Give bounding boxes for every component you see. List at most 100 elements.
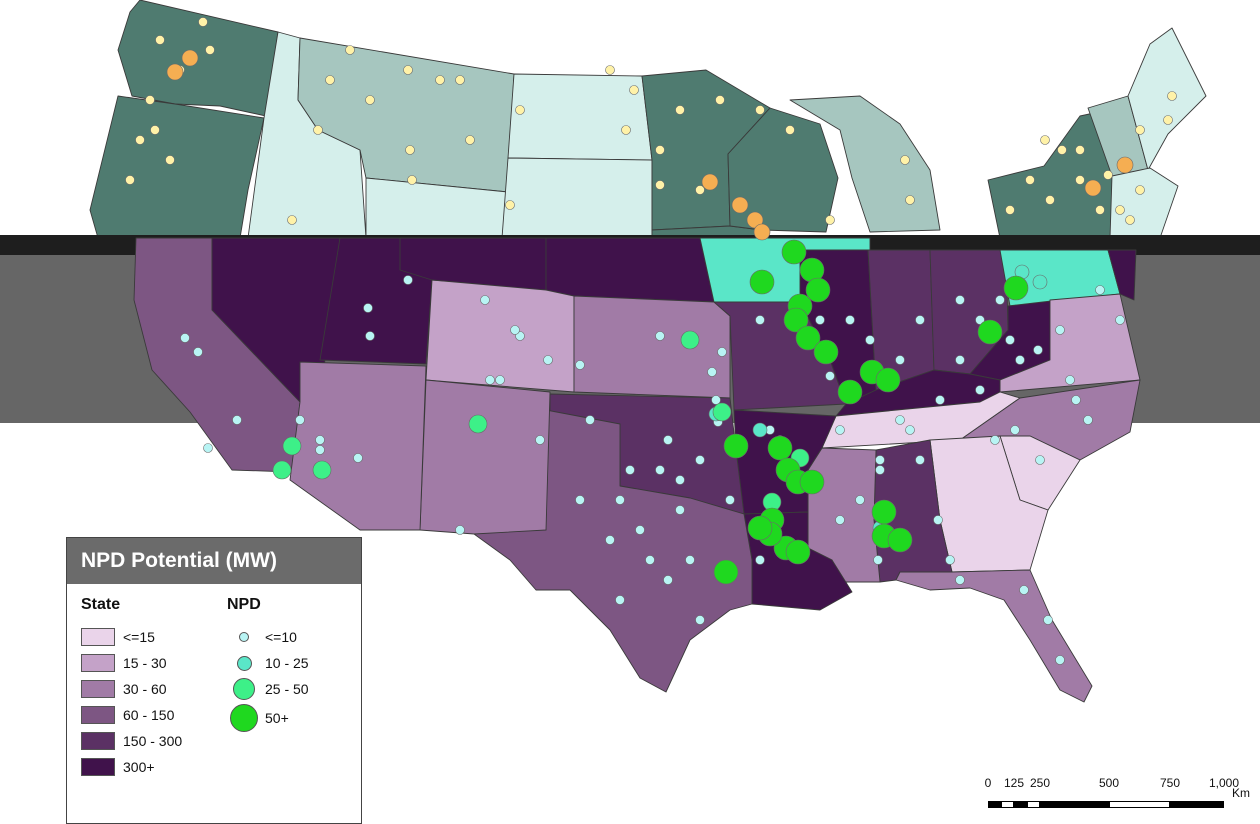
npd-site-marker-le10 <box>315 435 325 445</box>
upper-site-marker <box>505 200 515 210</box>
npd-site-marker-le10 <box>203 443 213 453</box>
npd-site-marker-25-50 <box>272 460 292 480</box>
upper-site-marker <box>715 95 725 105</box>
scale-tick-label: 750 <box>1159 776 1181 790</box>
npd-site-marker-le10 <box>510 325 520 335</box>
npd-site-marker-50plus <box>799 469 825 495</box>
npd-site-marker-le10 <box>685 555 695 565</box>
upper-site-marker <box>655 145 665 155</box>
npd-site-marker-25-50 <box>312 460 332 480</box>
legend-npd-label: 10 - 25 <box>265 655 309 671</box>
upper-site-marker <box>155 35 165 45</box>
npd-site-marker-le10 <box>295 415 305 425</box>
legend-state-swatch <box>81 758 115 776</box>
scale-segment <box>1014 801 1027 808</box>
state-michigan <box>789 95 941 233</box>
upper-site-marker <box>1005 205 1015 215</box>
npd-site-marker-50plus <box>887 527 913 553</box>
upper-site-marker <box>145 95 155 105</box>
legend-npd-row: 50+ <box>227 702 309 734</box>
npd-site-markers <box>125 17 1177 665</box>
upper-site-marker-large <box>166 63 184 81</box>
legend-state-label: 300+ <box>123 759 155 775</box>
npd-site-marker-le10 <box>707 367 717 377</box>
legend-state-row: 60 - 150 <box>81 702 182 728</box>
scale-tick-label: 1,000 <box>1208 776 1240 790</box>
upper-site-marker <box>435 75 445 85</box>
upper-site-marker <box>905 195 915 205</box>
npd-site-marker-le10 <box>1035 455 1045 465</box>
legend-npd-row: <=10 <box>227 624 309 650</box>
legend-npd-symbol-cell <box>227 678 261 700</box>
npd-site-marker-le10 <box>915 315 925 325</box>
npd-site-marker-le10 <box>1005 335 1015 345</box>
npd-site-marker-le10 <box>675 505 685 515</box>
npd-site-marker-le10 <box>605 535 615 545</box>
state-new-jersey <box>1107 249 1137 301</box>
npd-site-marker-le10 <box>955 575 965 585</box>
upper-site-marker <box>125 175 135 185</box>
npd-site-marker-le10 <box>315 445 325 455</box>
npd-site-marker-50plus <box>747 515 773 541</box>
npd-site-marker-50plus <box>795 325 821 351</box>
legend-npd-circle <box>239 632 249 642</box>
state-arizona <box>289 361 427 531</box>
upper-site-marker <box>455 75 465 85</box>
upper-site-marker <box>1057 145 1067 155</box>
npd-site-marker-le10 <box>663 575 673 585</box>
npd-site-marker-le10 <box>635 525 645 535</box>
upper-site-marker <box>150 125 160 135</box>
npd-site-marker-le10 <box>1065 375 1075 385</box>
npd-site-marker-50plus <box>781 239 807 265</box>
npd-site-marker-le10 <box>1010 425 1020 435</box>
legend-state-swatch <box>81 732 115 750</box>
upper-site-marker <box>407 175 417 185</box>
upper-site-marker <box>465 135 475 145</box>
npd-site-marker-le10 <box>725 495 735 505</box>
npd-site-marker-10-25 <box>1032 274 1048 290</box>
upper-site-marker <box>695 185 705 195</box>
npd-site-marker-50plus <box>785 539 811 565</box>
state-nebraska <box>545 237 715 303</box>
npd-site-marker-le10 <box>915 455 925 465</box>
upper-site-marker <box>655 180 665 190</box>
state-kansas <box>573 295 731 399</box>
npd-site-marker-le10 <box>1055 325 1065 335</box>
upper-site-marker-large <box>181 49 199 67</box>
npd-site-marker-le10 <box>663 435 673 445</box>
upper-site-marker <box>135 135 145 145</box>
npd-site-marker-le10 <box>755 315 765 325</box>
npd-site-marker-le10 <box>825 371 835 381</box>
legend-state-row: 30 - 60 <box>81 676 182 702</box>
northern-states-layer <box>89 0 1207 239</box>
scale-tick-label: 125 <box>1003 776 1025 790</box>
scale-bar: 0 125 250 500 750 1,000 Km <box>978 776 1250 816</box>
upper-site-marker <box>1167 91 1177 101</box>
upper-site-marker <box>1135 125 1145 135</box>
state-south-dakota <box>501 157 653 239</box>
npd-site-marker-50plus <box>977 319 1003 345</box>
npd-site-marker-50plus <box>723 433 749 459</box>
npd-site-marker-25-50 <box>468 414 488 434</box>
upper-site-marker <box>621 125 631 135</box>
upper-site-marker-large <box>1084 179 1102 197</box>
upper-site-marker <box>1025 175 1035 185</box>
npd-site-marker-le10 <box>855 495 865 505</box>
upper-site-marker <box>605 65 615 75</box>
upper-site-marker <box>313 125 323 135</box>
legend-state-swatch <box>81 680 115 698</box>
npd-site-marker-le10 <box>955 295 965 305</box>
southern-states-layer <box>133 237 1141 703</box>
scale-segment <box>1170 801 1224 808</box>
npd-site-marker-le10 <box>232 415 242 425</box>
upper-site-marker <box>1163 115 1173 125</box>
npd-site-marker-50plus <box>749 269 775 295</box>
legend-npd-row: 10 - 25 <box>227 650 309 676</box>
legend-state-row: 15 - 30 <box>81 650 182 676</box>
legend-npd-symbol-cell <box>227 655 261 671</box>
upper-site-marker <box>755 105 765 115</box>
legend-npd-label: 50+ <box>265 710 289 726</box>
legend-npd-label: <=10 <box>265 629 297 645</box>
